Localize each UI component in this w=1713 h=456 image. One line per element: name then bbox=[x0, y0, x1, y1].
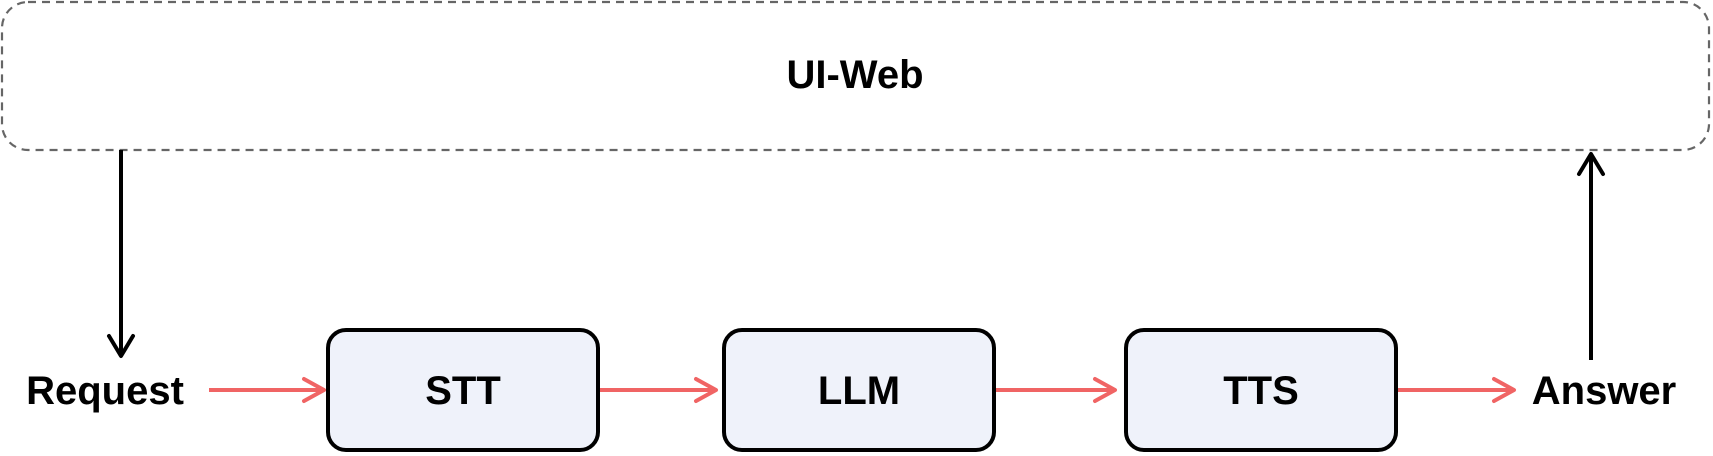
arrow-ui-web-to-request bbox=[107, 150, 135, 358]
node-tts-label: TTS bbox=[1223, 369, 1299, 413]
node-stt-label: STT bbox=[425, 369, 501, 413]
node-stt: STT bbox=[326, 328, 600, 452]
arrow-request-to-stt bbox=[209, 377, 326, 403]
node-llm-label: LLM bbox=[818, 369, 900, 413]
node-llm: LLM bbox=[722, 328, 996, 452]
node-tts: TTS bbox=[1124, 328, 1398, 452]
arrow-llm-to-tts bbox=[994, 377, 1117, 403]
request-label: Request bbox=[26, 369, 184, 413]
arrow-answer-to-ui-web bbox=[1577, 152, 1605, 360]
arrow-stt-to-llm bbox=[598, 377, 718, 403]
answer-label: Answer bbox=[1532, 369, 1677, 413]
arrow-tts-to-answer bbox=[1396, 377, 1516, 403]
ui-web-container bbox=[0, 0, 1711, 152]
ui-web-label: UI-Web bbox=[786, 53, 923, 97]
